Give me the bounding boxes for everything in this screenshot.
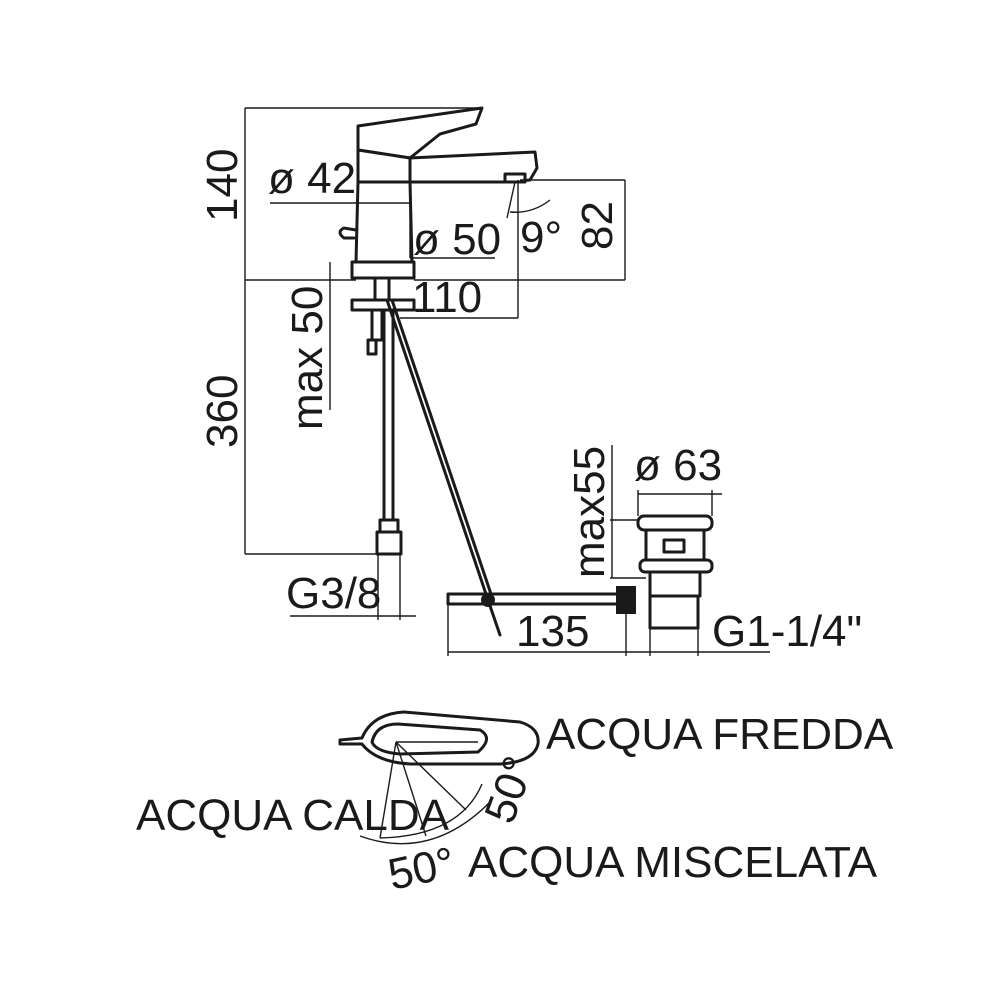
dim-max-50: max 50	[283, 286, 332, 430]
dim-diameter-50: ø 50	[413, 215, 501, 264]
dimension-lines	[244, 107, 770, 656]
label-mixed-water: ACQUA MISCELATA	[468, 838, 878, 887]
mixer-body	[338, 106, 539, 637]
dim-thread-g38: G3/8	[286, 569, 381, 618]
dim-waste-diameter-63: ø 63	[634, 441, 722, 490]
dim-height-140: 140	[198, 149, 247, 222]
dim-diameter-42: ø 42	[268, 154, 356, 203]
dim-spout-82: 82	[573, 201, 622, 250]
waste-connector	[616, 586, 636, 614]
dim-rod-135: 135	[516, 607, 589, 656]
dim-thread-g114: G1-1/4"	[712, 607, 862, 656]
dim-reach-110: 110	[412, 273, 482, 322]
lever-rotation-diagram	[338, 710, 540, 845]
waste-assembly	[446, 514, 714, 630]
dim-waste-max55: max55	[565, 446, 614, 578]
dim-angle-9: 9°	[520, 213, 562, 262]
label-hot-water: ACQUA CALDA	[136, 791, 450, 840]
label-cold-water: ACQUA FREDDA	[546, 710, 894, 759]
angle-left-50: 50°	[384, 838, 459, 900]
dim-height-360: 360	[198, 375, 247, 448]
pivot-joint	[481, 593, 495, 607]
